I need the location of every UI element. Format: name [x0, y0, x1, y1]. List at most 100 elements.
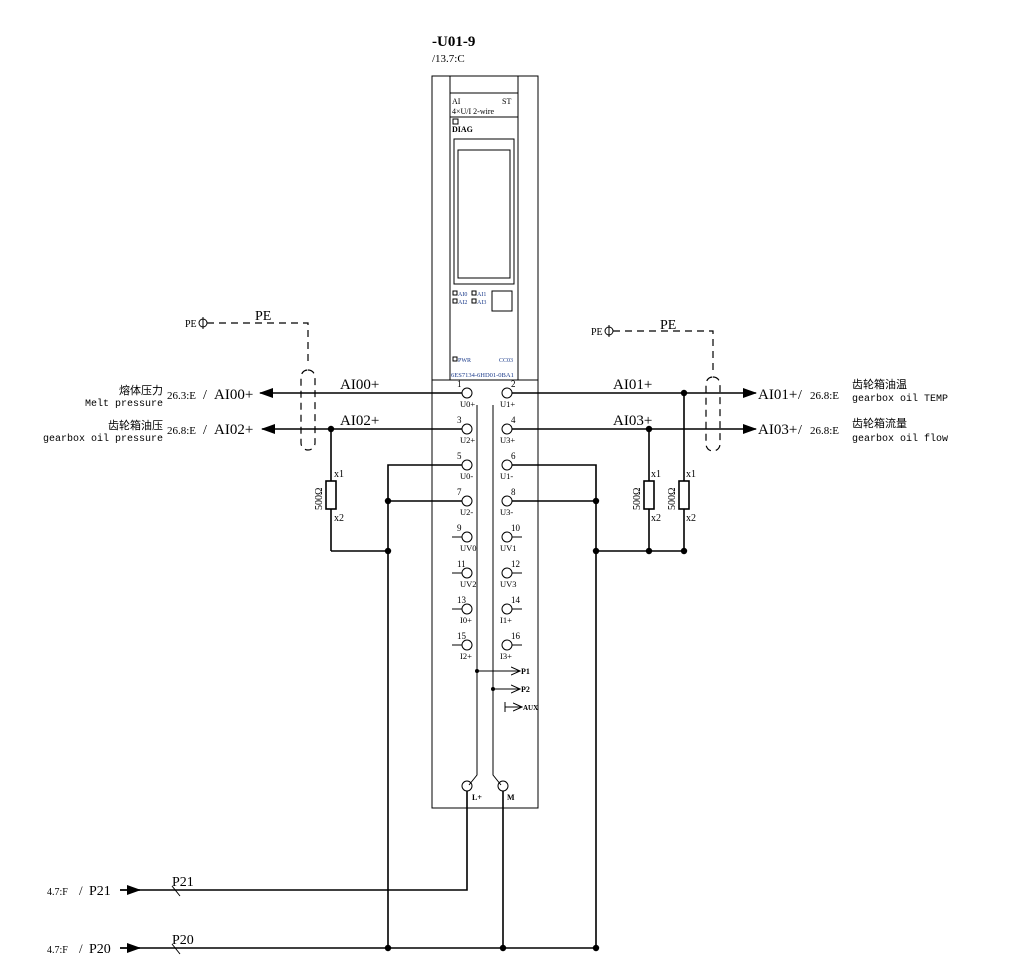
xref[interactable]: 26.3:E — [167, 390, 196, 402]
terminal-connector — [461, 531, 473, 543]
terminal-number: 10 — [511, 523, 521, 533]
terminal-number: 8 — [511, 487, 516, 497]
terminal-connector — [461, 567, 473, 579]
bus-aux: AUX — [523, 704, 538, 712]
terminal-7: 7U2- — [457, 487, 473, 517]
terminal-connector — [461, 603, 473, 615]
bus-p1: P1 — [521, 667, 530, 676]
terminal-number: 5 — [457, 451, 462, 461]
internal-bus: L+ M P1 P2 AUX — [461, 405, 538, 802]
power-name: P21 — [89, 884, 111, 899]
terminal-label: I3+ — [500, 651, 512, 661]
bus-p2: P2 — [521, 685, 530, 694]
module-type-st: ST — [502, 97, 511, 106]
xref[interactable]: 26.8:E — [167, 425, 196, 437]
led-ai0: AI0 — [458, 292, 467, 298]
power-p21: 4.7:F / P21 P21 — [47, 875, 194, 899]
led-ai2: AI2 — [458, 300, 467, 306]
pe-label: PE — [255, 309, 271, 324]
wire-label-ai01: AI01+ — [613, 377, 652, 393]
pe-shield-right: PE PE — [591, 318, 721, 452]
terminal-label: UV0 — [460, 543, 477, 553]
terminal-connector — [501, 567, 513, 579]
terminal-connector — [501, 531, 513, 543]
terminal-connector — [461, 459, 473, 471]
diag-label: DIAG — [452, 125, 473, 134]
pe-symbol: PE — [185, 319, 197, 330]
resistor-value: 500Ω — [314, 488, 325, 510]
terminal-1: 1U0+ — [457, 379, 475, 409]
terminal-label: UV2 — [460, 579, 477, 589]
terminal-connector — [501, 423, 513, 435]
pe-label: PE — [660, 318, 676, 333]
terminal-label: U0- — [460, 471, 473, 481]
desc-en: gearbox oil flow — [852, 433, 948, 445]
desc-cn: 齿轮箱油温 — [852, 377, 907, 391]
resistor-value: 500Ω — [632, 488, 643, 510]
terminal-number: 12 — [511, 559, 520, 569]
terminal-label: I1+ — [500, 615, 512, 625]
xref[interactable]: 4.7:F — [47, 945, 68, 956]
xref-ai00: 熔体压力 Melt pressure 26.3:E / AI00+ — [85, 383, 253, 410]
desc-en: Melt pressure — [85, 398, 163, 410]
terminal-2: 2U1+ — [500, 379, 516, 409]
terminal-block: 1U0+2U1+3U2+4U3+5U0-6U1-7U2-8U3-9UV010UV… — [452, 379, 522, 661]
terminal-connector — [501, 459, 513, 471]
wire-label-ai02: AI02+ — [340, 413, 379, 429]
module-tag: -U01-9 — [432, 34, 475, 50]
display-window — [453, 138, 515, 285]
resistor-pin-x2: x2 — [334, 513, 344, 524]
terminal-number: 15 — [457, 631, 467, 641]
terminal-label: I0+ — [460, 615, 472, 625]
xref-slash: / — [79, 883, 83, 898]
signal-name: AI02+ — [214, 422, 253, 438]
xref-slash: / — [798, 423, 802, 438]
terminal-number: 7 — [457, 487, 462, 497]
terminal-connector — [461, 495, 473, 507]
terminal-5: 5U0- — [457, 451, 473, 481]
signal-name: AI01+ — [758, 387, 797, 403]
terminal-4: 4U3+ — [500, 415, 516, 445]
xref-slash: / — [203, 388, 207, 403]
terminal-number: 9 — [457, 523, 462, 533]
xref-slash: / — [798, 388, 802, 403]
xref[interactable]: 26.8:E — [810, 425, 839, 437]
signal-name: AI00+ — [214, 387, 253, 403]
module-code: CC03 — [499, 358, 513, 364]
terminal-label: U3- — [500, 507, 513, 517]
terminal-number: 16 — [511, 631, 521, 641]
terminal-number: 14 — [511, 595, 521, 605]
xref-slash: / — [79, 941, 83, 956]
terminal-label: UV3 — [500, 579, 517, 589]
led-ai1: AI1 — [477, 292, 486, 298]
module-type: AI — [452, 97, 461, 106]
terminal-label: U1- — [500, 471, 513, 481]
resistor-pin-x2: x2 — [651, 513, 661, 524]
resistor-ai01: x1 x2 500Ω — [667, 469, 696, 524]
xref[interactable]: 26.8:E — [810, 390, 839, 402]
terminal-number: 11 — [457, 559, 466, 569]
terminal-connector — [501, 603, 513, 615]
terminal-label: U2+ — [460, 435, 475, 445]
pe-shield-left: PE PE — [185, 309, 316, 451]
terminal-connector — [461, 387, 473, 399]
wire-label-ai03: AI03+ — [613, 413, 652, 429]
terminal-connector — [501, 495, 513, 507]
xref[interactable]: 4.7:F — [47, 887, 68, 898]
terminal-label: U1+ — [500, 399, 515, 409]
io-module: AI ST 4×U/I 2-wire DIAG AI0 AI1 AI2 AI3 … — [431, 75, 539, 809]
terminal-label: U2- — [460, 507, 473, 517]
terminal-m: M — [507, 793, 515, 802]
terminal-label: U3+ — [500, 435, 515, 445]
terminal-label: UV1 — [500, 543, 517, 553]
xref-slash: / — [203, 423, 207, 438]
wiring — [120, 388, 757, 955]
